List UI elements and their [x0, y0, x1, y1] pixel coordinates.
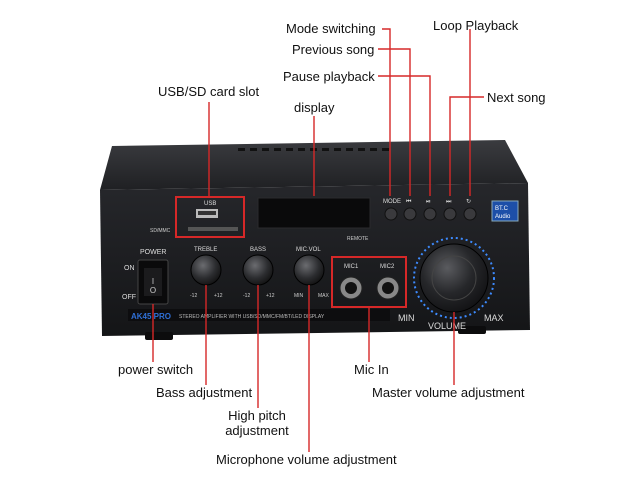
- power-on-label: ON: [124, 265, 135, 272]
- bass-min-label: -12: [243, 293, 250, 299]
- bass-knob[interactable]: [242, 254, 274, 286]
- mic1-label: MIC1: [344, 264, 359, 270]
- model-name: AK45 PRO: [131, 312, 171, 321]
- callout-mic-volume-adjustment: Microphone volume adjustment: [216, 452, 397, 467]
- power-label: POWER: [140, 249, 166, 256]
- callout-master-volume-adjustment: Master volume adjustment: [372, 385, 525, 400]
- model-strip-text: STEREO AMPLIFIER WITH USB/SD/MMC/FM/BT/L…: [179, 314, 325, 320]
- mic-vol-max-label: MAX: [318, 293, 330, 299]
- model-strip: [128, 309, 390, 321]
- callout-mode-switching: Mode switching: [286, 21, 376, 36]
- mic-vol-label: MIC.VOL: [296, 247, 321, 253]
- mic-in-highlight: [331, 256, 407, 308]
- next-song-button[interactable]: [443, 207, 457, 221]
- treble-knob[interactable]: [190, 254, 222, 286]
- mic-volume-knob[interactable]: [293, 254, 325, 286]
- svg-text:I: I: [152, 277, 154, 286]
- callout-next-song: Next song: [487, 90, 546, 105]
- mic2-label: MIC2: [380, 264, 395, 270]
- mode-button[interactable]: [384, 207, 398, 221]
- sd-mmc-label: SD/MMC: [150, 228, 171, 234]
- mode-label: MODE: [383, 199, 401, 205]
- treble-max-label: +12: [214, 293, 223, 299]
- loop-icon: ↻: [466, 198, 471, 205]
- volume-label: VOLUME: [428, 321, 466, 331]
- svg-text:O: O: [150, 286, 156, 295]
- power-off-label: OFF: [122, 294, 136, 301]
- previous-icon: ⏮: [406, 198, 412, 205]
- pause-playback-button[interactable]: [423, 207, 437, 221]
- volume-max-label: MAX: [484, 313, 504, 323]
- play-pause-icon: ⏯: [426, 198, 431, 205]
- bass-max-label: +12: [266, 293, 275, 299]
- annotation-lines: [152, 28, 484, 452]
- usb-label: USB: [204, 201, 216, 207]
- loop-playback-button[interactable]: [463, 207, 477, 221]
- mic-vol-min-label: MIN: [294, 293, 304, 299]
- remote-label: REMOTE: [347, 236, 369, 242]
- treble-label: TREBLE: [194, 247, 217, 253]
- master-volume-knob[interactable]: [419, 243, 489, 313]
- volume-led-ring: [413, 237, 495, 319]
- led-display: [257, 197, 371, 229]
- callout-loop-playback: Loop Playback: [433, 18, 519, 33]
- usb-sd-highlight: [175, 196, 245, 238]
- callout-power-switch: power switch: [118, 362, 194, 377]
- bass-label: BASS: [250, 247, 266, 253]
- bt-line1: BT.C: [495, 206, 509, 212]
- next-icon: ⏭: [446, 198, 452, 205]
- callout-high-pitch-adjustment: High pitch adjustment: [225, 408, 289, 438]
- treble-min-label: -12: [190, 293, 197, 299]
- callout-previous-song: Previous song: [292, 42, 375, 57]
- sd-card-slot[interactable]: [188, 227, 238, 231]
- callout-display: display: [294, 100, 335, 115]
- callout-mic-in: Mic In: [354, 362, 389, 377]
- bluetooth-badge: [491, 200, 519, 222]
- volume-min-label: MIN: [398, 313, 415, 323]
- previous-song-button[interactable]: [403, 207, 417, 221]
- callout-pause-playback: Pause playback: [283, 69, 375, 84]
- callout-usb-sd-slot: USB/SD card slot: [158, 84, 260, 99]
- callout-bass-adjustment: Bass adjustment: [156, 385, 253, 400]
- bt-line2: Audio: [495, 214, 511, 220]
